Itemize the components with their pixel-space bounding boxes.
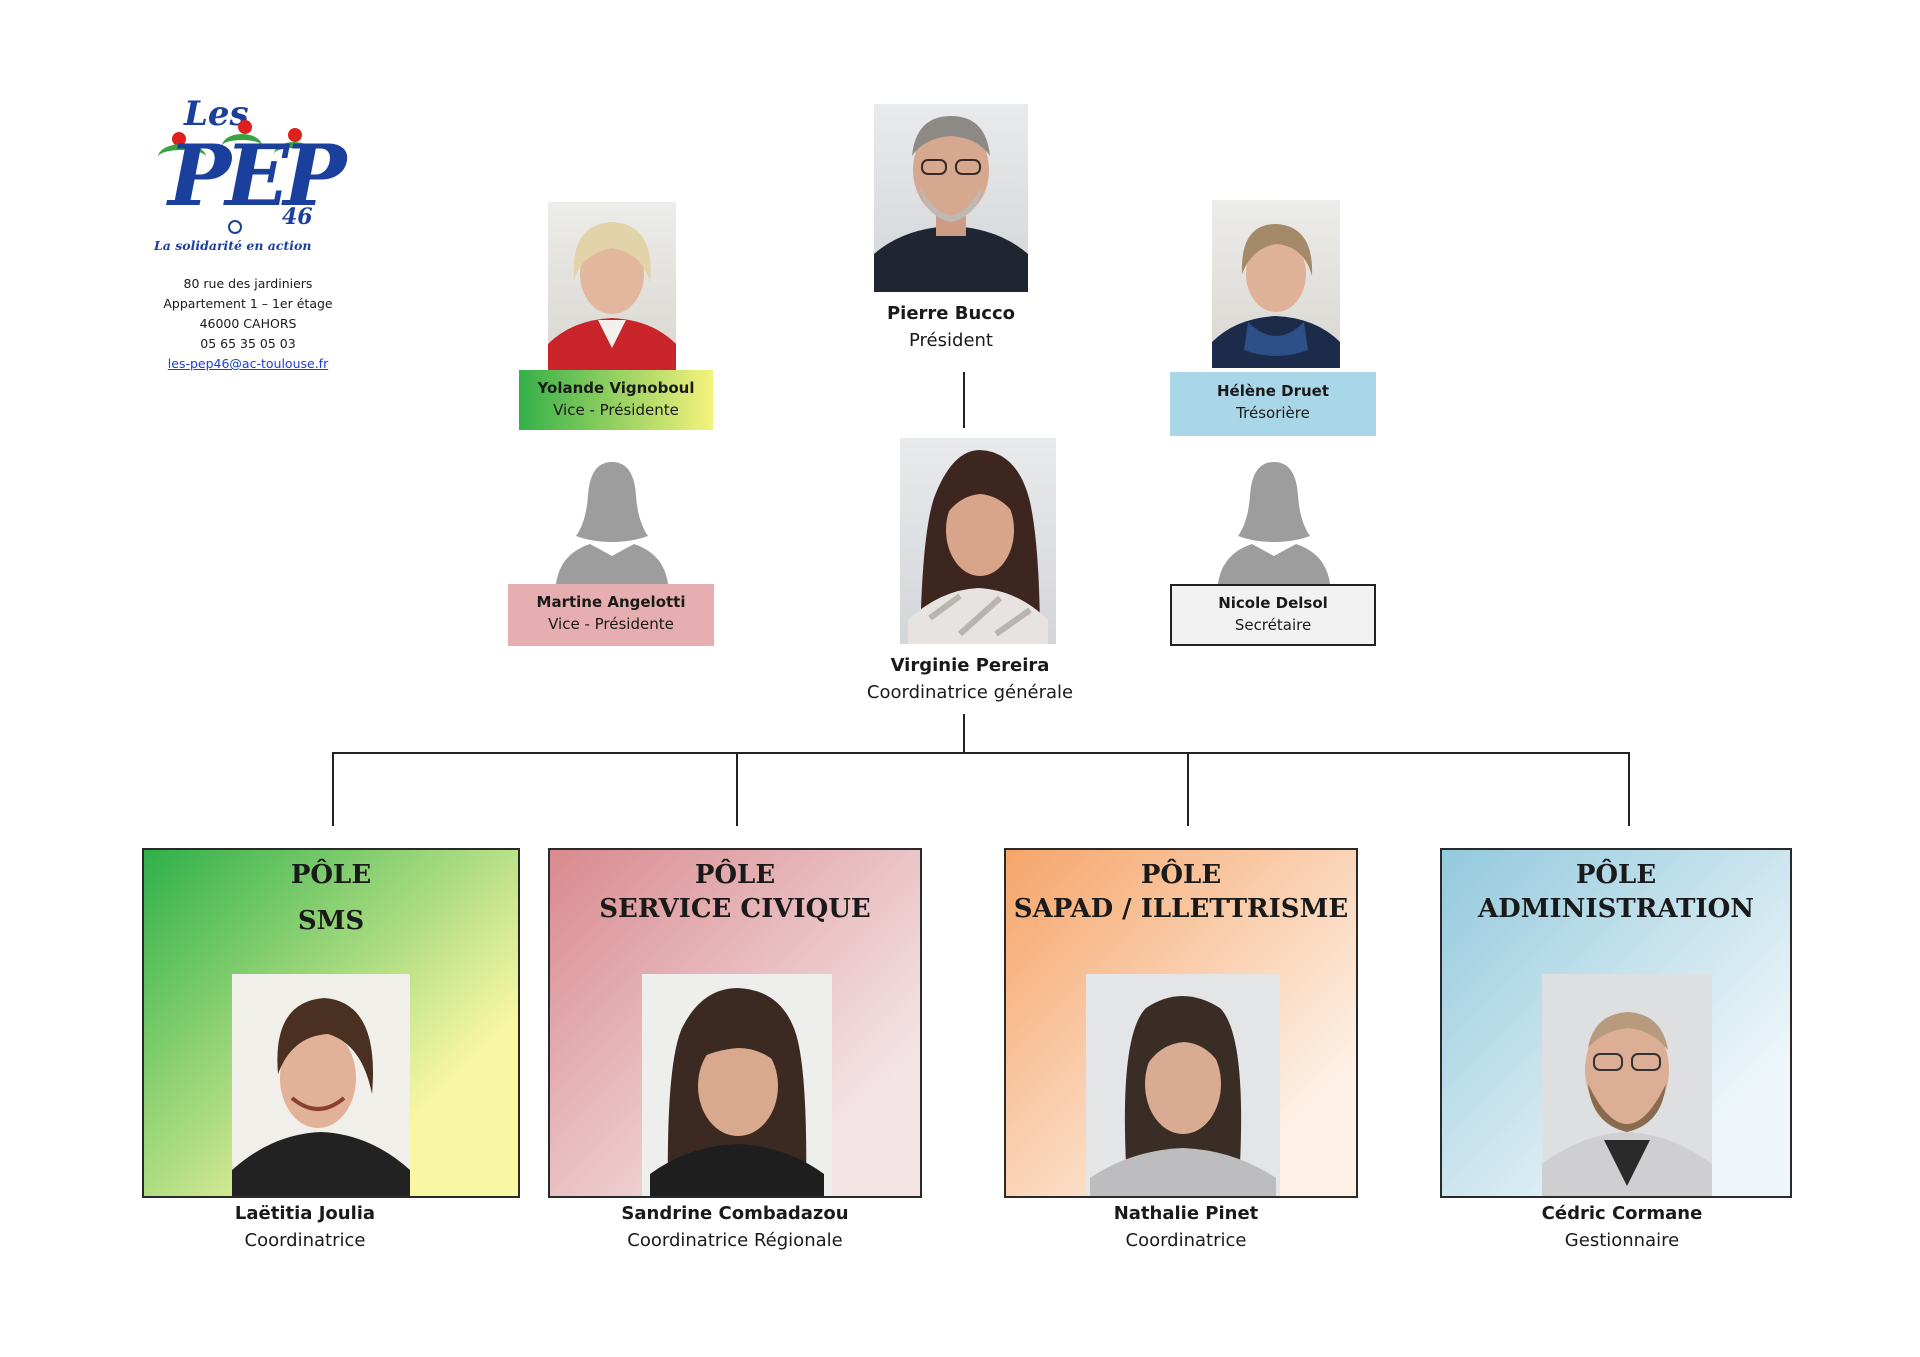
pole-sapad-person-role: Coordinatrice [1125,1230,1247,1251]
treasurer-role: Trésorière [1236,404,1310,422]
pole-civique-title-line1: PÔLE [694,860,776,890]
pole-civique-title-line2: SERVICE CIVIQUE [599,894,871,924]
vice1-label-box: Yolande Vignoboul Vice - Présidente [519,370,713,430]
logo-les-text: Les [184,94,249,134]
pole-sapad-person-name: Nathalie Pinet [1113,1203,1259,1224]
photo-virginie-pereira [900,438,1056,644]
pole-sms-title-line1: PÔLE [290,860,372,890]
pole-sms-title: PÔLE SMS [144,858,518,938]
pole-civique-person-name: Sandrine Combadazou [621,1203,849,1224]
pole-admin-person-role: Gestionnaire [1564,1230,1680,1251]
pole-admin-title: PÔLE ADMINISTRATION [1442,858,1790,926]
secretary-placeholder-avatar-icon [1214,458,1334,584]
pole-admin-title-line2: ADMINISTRATION [1478,894,1754,924]
photo-pierre-bucco [874,104,1028,292]
connector-president-coordinator [963,372,965,428]
logo-46-text: 46 [282,204,313,230]
secretary-name: Nicole Delsol [1218,594,1328,612]
photo-sandrine-combadazou [642,974,832,1196]
pole-sms-person-name: Laëtitia Joulia [234,1203,376,1224]
pole-admin-person-name: Cédric Cormane [1541,1203,1703,1224]
vice2-label-box: Martine Angelotti Vice - Présidente [508,584,714,646]
logo-tagline: La solidarité en action [154,238,312,253]
connector-coordinator-trunk [963,714,965,754]
photo-yolande-vignoboul [548,202,676,370]
pole-sapad-title-line2: SAPAD / ILLETTRISME [1013,894,1349,924]
address-phone: 05 65 35 05 03 [200,336,296,351]
address-street: 80 rue des jardiniers [183,276,313,291]
logo-arc-middle [222,134,262,158]
logo-pep-text: PEP [168,126,346,225]
pole-admin-box: PÔLE ADMINISTRATION [1440,848,1792,1198]
president-name: Pierre Bucco [886,303,1016,324]
pole-admin-person: Cédric Cormane Gestionnaire [1482,1200,1762,1254]
logo-arc-left [158,144,206,170]
pole-sms-title-line2: SMS [297,906,365,936]
pole-sms-box: PÔLE SMS [142,848,520,1198]
connector-pole-sapad [1187,752,1189,826]
address-apartment: Appartement 1 – 1er étage [163,296,333,311]
pole-sapad-title: PÔLE SAPAD / ILLETTRISME [1006,858,1356,926]
connector-horizontal-bar [332,752,1630,754]
pole-sms-person: Laëtitia Joulia Coordinatrice [160,1200,450,1254]
pole-civique-title: PÔLE SERVICE CIVIQUE [550,858,920,926]
secretary-role: Secrétaire [1234,616,1312,634]
treasurer-label-box: Hélène Druet Trésorière [1170,372,1376,436]
logo-arc-right [274,142,314,166]
connector-pole-civique [736,752,738,826]
pole-sapad-box: PÔLE SAPAD / ILLETTRISME [1004,848,1358,1198]
pole-sapad-title-line1: PÔLE [1140,860,1222,890]
pep46-logo: Les PEP 46 La solidarité en action [150,92,346,262]
coordinator-name: Virginie Pereira [890,655,1050,676]
vice2-role: Vice - Présidente [548,615,674,633]
vice2-placeholder-avatar-icon [552,458,672,584]
vice1-name: Yolande Vignoboul [537,379,695,397]
logo-ring-icon [228,220,242,234]
address-city: 46000 CAHORS [199,316,297,331]
connector-pole-admin [1628,752,1630,826]
pole-civique-person: Sandrine Combadazou Coordinatrice Région… [590,1200,880,1254]
pole-sms-person-role: Coordinatrice [244,1230,366,1251]
photo-cedric-cormane [1542,974,1712,1196]
president-role: Président [909,330,993,351]
pole-civique-box: PÔLE SERVICE CIVIQUE [548,848,922,1198]
photo-nathalie-pinet [1086,974,1280,1196]
photo-laetitia-joulia [232,974,410,1196]
pole-sapad-person: Nathalie Pinet Coordinatrice [1046,1200,1326,1254]
connector-pole-sms [332,752,334,826]
president-label: Pierre Bucco Président [840,300,1062,354]
pole-admin-title-line1: PÔLE [1575,860,1657,890]
address-email-link[interactable]: les-pep46@ac-toulouse.fr [167,356,329,371]
coordinator-label: Virginie Pereira Coordinatrice générale [848,652,1092,706]
coordinator-role: Coordinatrice générale [866,682,1074,703]
pole-civique-person-role: Coordinatrice Régionale [627,1230,843,1251]
vice1-role: Vice - Présidente [553,401,679,419]
secretary-label-box: Nicole Delsol Secrétaire [1170,584,1376,646]
treasurer-name: Hélène Druet [1217,382,1329,400]
vice2-name: Martine Angelotti [536,593,686,611]
photo-helene-druet [1212,200,1340,368]
address-block: 80 rue des jardiniers Appartement 1 – 1e… [150,274,346,374]
